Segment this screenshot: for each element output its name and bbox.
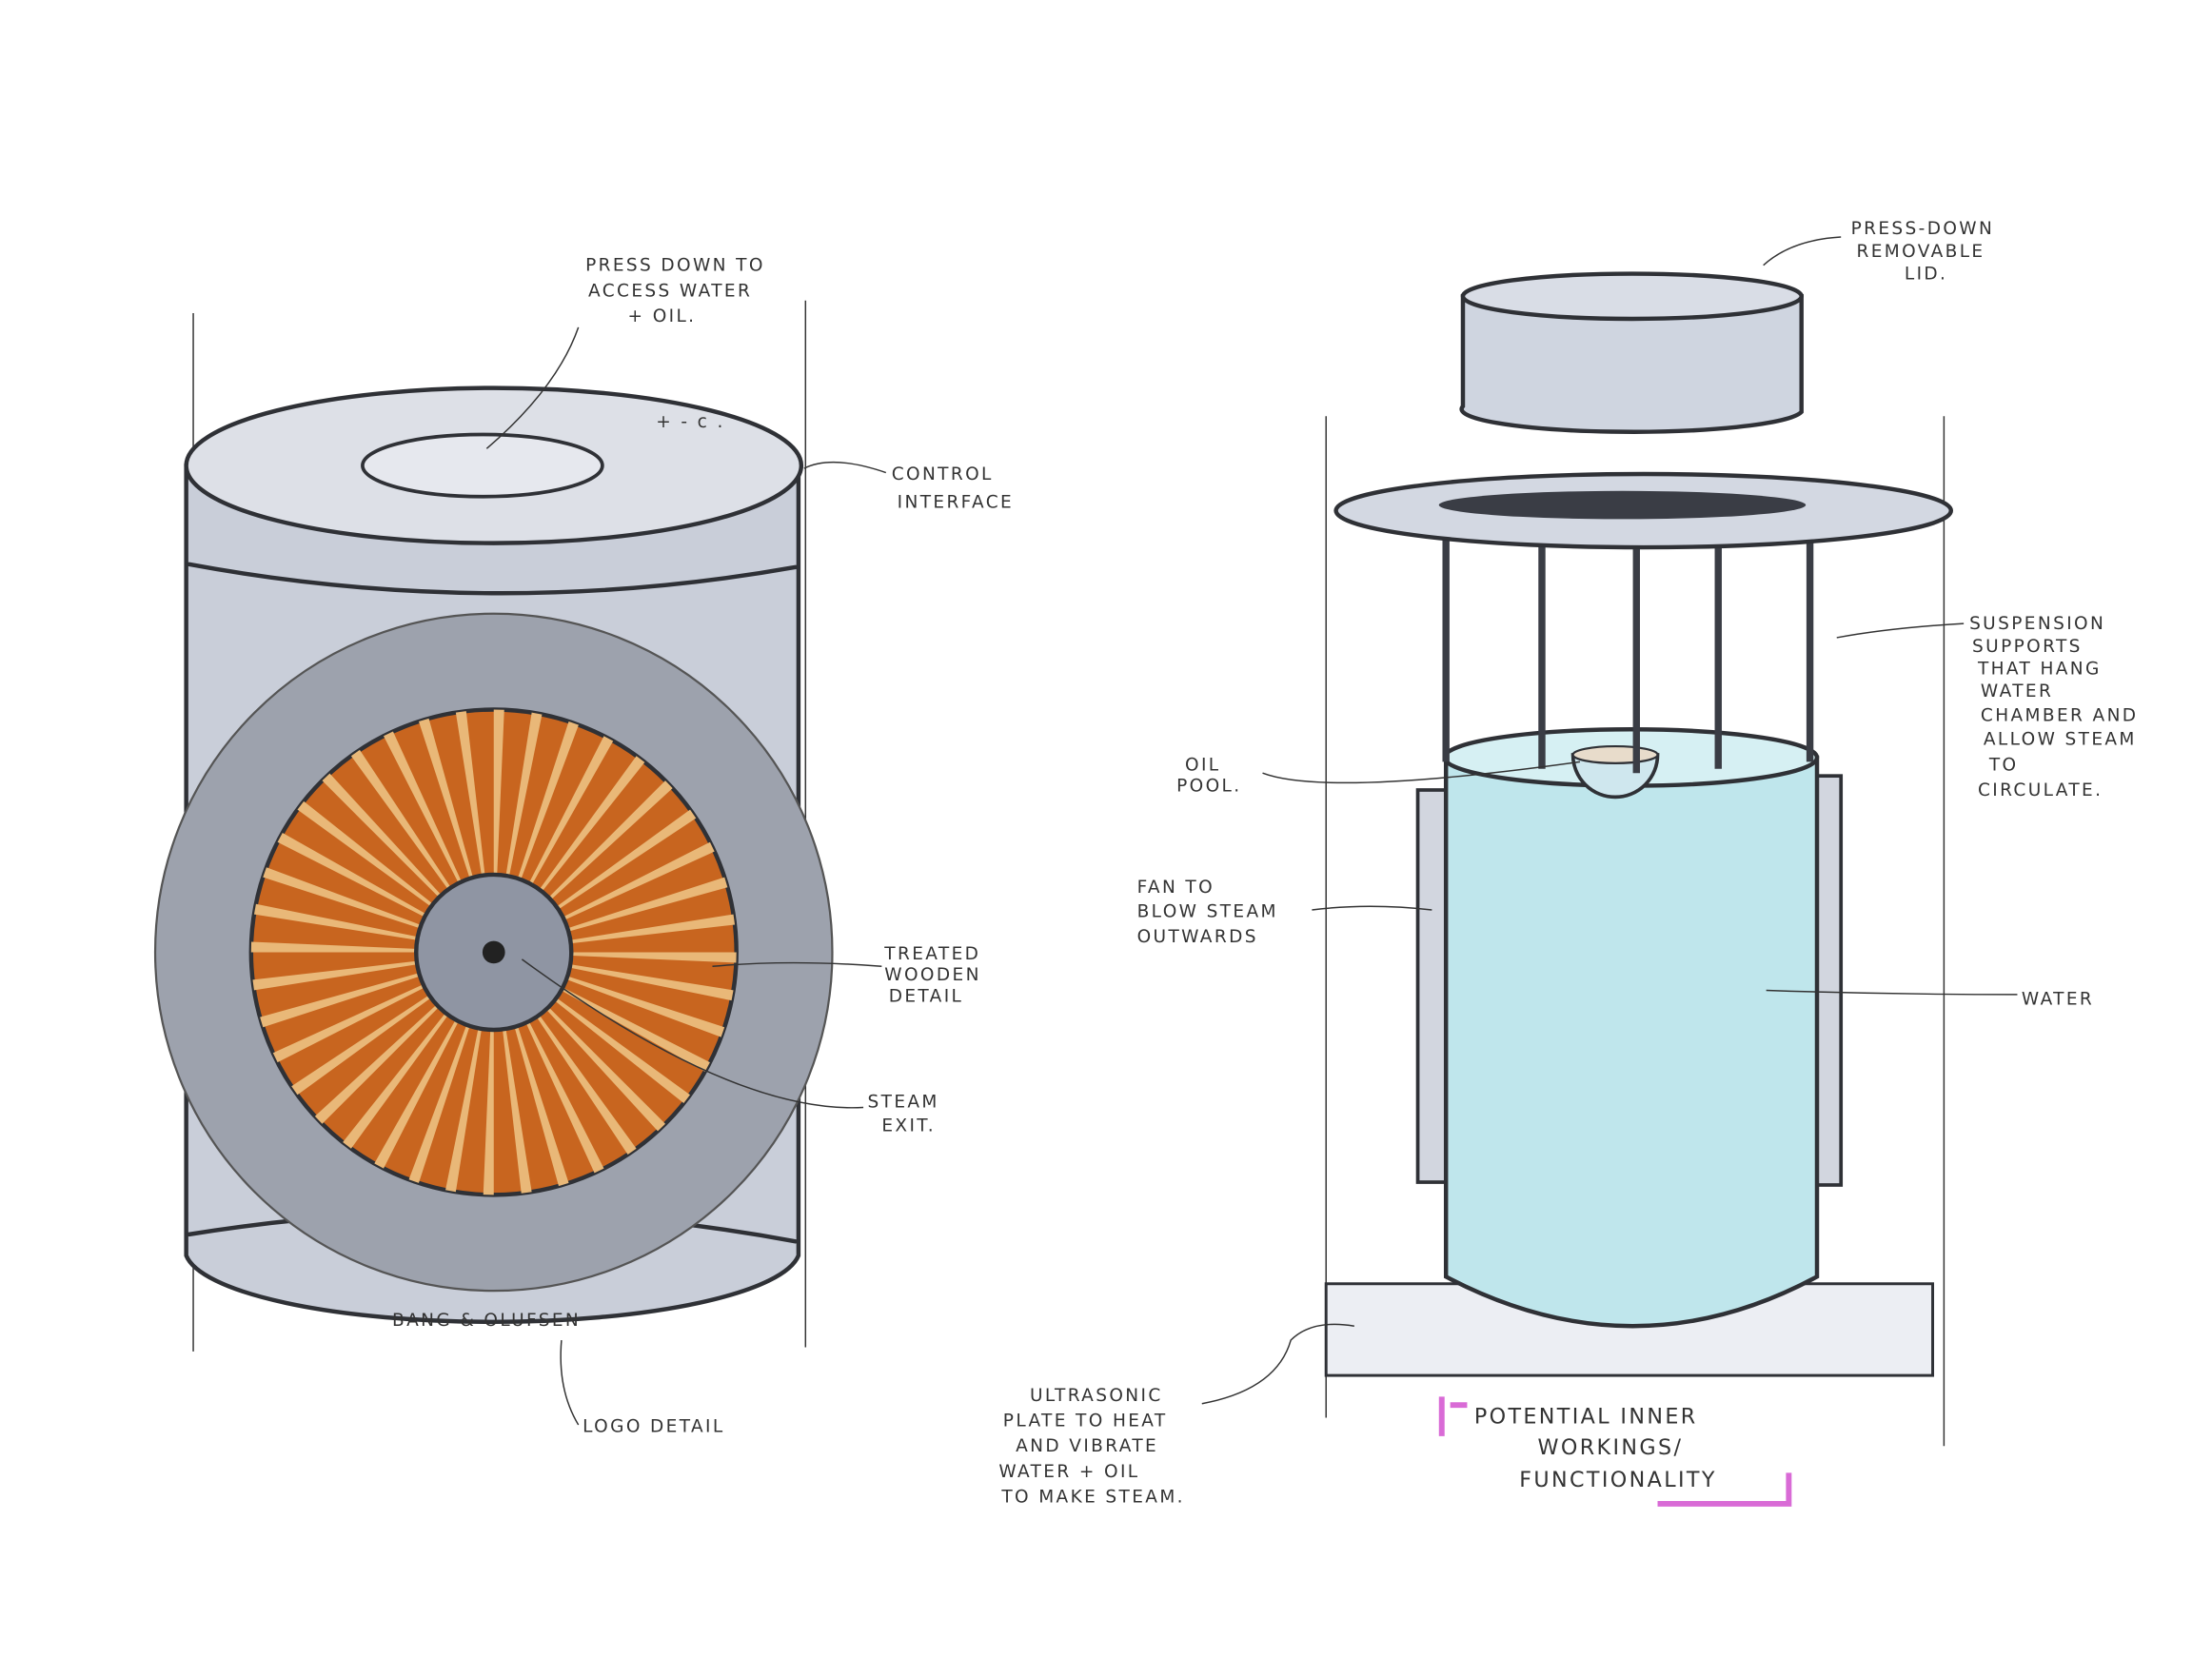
svg-text:STEAM: STEAM [868,1092,939,1112]
press-button [361,432,604,499]
svg-text:FUNCTIONALITY: FUNCTIONALITY [1519,1468,1717,1492]
svg-text:SUSPENSION: SUSPENSION [1969,614,2105,634]
annotation-water: WATER [2022,989,2094,1009]
svg-text:ALLOW STEAM: ALLOW STEAM [1984,730,2137,750]
svg-text:POOL.: POOL. [1176,776,1241,796]
control-interface-marks: + - c . [656,412,725,432]
svg-text:POTENTIAL INNER: POTENTIAL INNER [1474,1404,1698,1429]
svg-text:OUTWARDS: OUTWARDS [1137,927,1258,947]
svg-text:WATER + OIL: WATER + OIL [998,1462,1139,1482]
svg-text:DETAIL: DETAIL [889,986,964,1006]
leader-lines [485,236,2018,1426]
diffuser-exterior-sketch: + - c . BANG & OLUFSEN [153,300,834,1352]
annotation-fan: FAN TO BLOW STEAM OUTWARDS [1137,878,1278,947]
suspension-supports [1442,528,1814,774]
svg-text:TO MAKE STEAM.: TO MAKE STEAM. [1000,1487,1185,1507]
svg-text:WORKINGS/: WORKINGS/ [1538,1435,1684,1460]
annotation-oil-pool: OIL POOL. [1176,755,1241,796]
svg-text:INTERFACE: INTERFACE [898,493,1014,513]
svg-text:LID.: LID. [1905,264,1947,284]
svg-text:+ OIL.: + OIL. [628,306,697,326]
annotation-suspension: SUSPENSION SUPPORTS THAT HANG WATER CHAM… [1969,614,2139,800]
svg-text:TREATED: TREATED [883,944,980,964]
svg-text:TO: TO [1988,755,2019,775]
svg-text:WOODEN: WOODEN [884,965,980,985]
brand-logo-text: BANG & OLUFSEN [392,1311,581,1331]
svg-text:CIRCULATE.: CIRCULATE. [1978,780,2103,800]
annotation-logo-detail: LOGO DETAIL [583,1416,724,1436]
svg-text:PRESS DOWN TO: PRESS DOWN TO [585,256,765,276]
fan-left [1415,788,1449,1184]
annotation-lid: PRESS-DOWN REMOVABLE LID. [1851,219,1995,284]
svg-text:BLOW STEAM: BLOW STEAM [1137,901,1278,921]
fan-right [1815,774,1844,1187]
removable-lid [1459,294,1804,434]
svg-text:ULTRASONIC: ULTRASONIC [1030,1386,1163,1406]
annotation-control-interface: CONTROL INTERFACE [892,464,1014,513]
svg-text:OIL: OIL [1185,755,1220,775]
svg-text:PRESS-DOWN: PRESS-DOWN [1851,219,1995,239]
svg-text:PLATE TO HEAT: PLATE TO HEAT [1003,1411,1168,1431]
diffuser-inner-workings-sketch [1324,271,1954,1507]
svg-text:CONTROL: CONTROL [892,464,994,484]
steam-exit-hole [482,940,505,964]
svg-text:REMOVABLE: REMOVABLE [1857,242,1985,262]
svg-text:FAN TO: FAN TO [1137,878,1215,898]
svg-text:WATER: WATER [1981,681,2053,701]
annotation-wooden-detail: TREATED WOODEN DETAIL [883,944,980,1006]
svg-text:ACCESS WATER: ACCESS WATER [588,281,752,301]
annotation-press-down: PRESS DOWN TO ACCESS WATER + OIL. [585,256,765,326]
sketch-title: POTENTIAL INNER WORKINGS/ FUNCTIONALITY [1474,1404,1717,1492]
annotation-ultrasonic: ULTRASONIC PLATE TO HEAT AND VIBRATE WAT… [998,1386,1185,1508]
annotation-steam-exit: STEAM EXIT. [868,1092,939,1136]
water-chamber [1443,755,1820,1329]
svg-text:AND VIBRATE: AND VIBRATE [1016,1436,1158,1456]
svg-text:EXIT.: EXIT. [881,1116,936,1136]
svg-text:SUPPORTS: SUPPORTS [1972,637,2083,657]
svg-text:CHAMBER AND: CHAMBER AND [1981,705,2139,725]
svg-text:THAT HANG: THAT HANG [1977,659,2102,679]
